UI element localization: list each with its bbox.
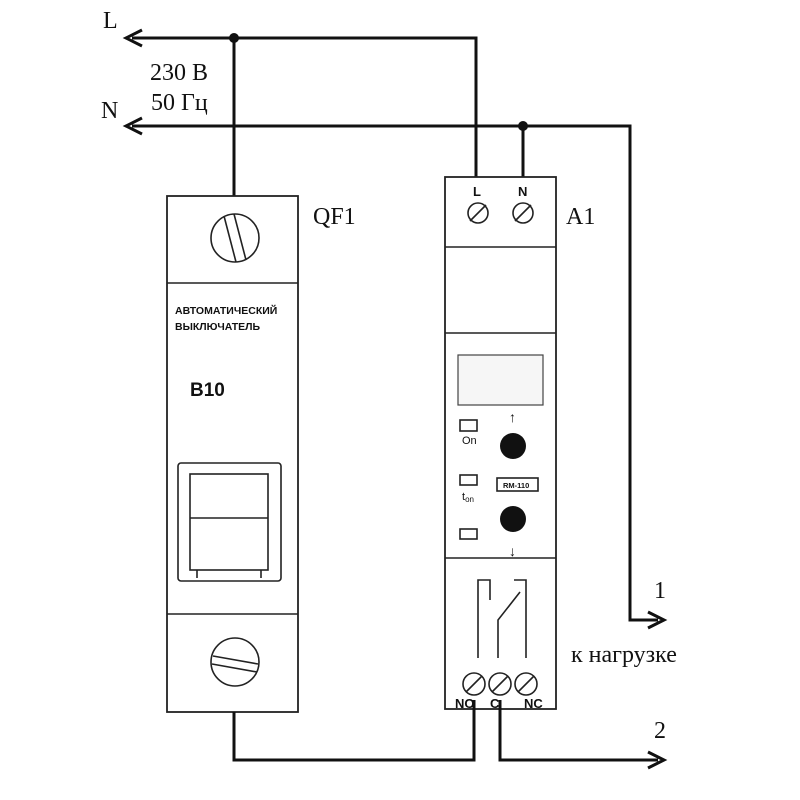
- line-label: L: [103, 8, 118, 34]
- terminal-nc-screw-icon: [514, 672, 538, 696]
- breaker-caption-line1: АВТОМАТИЧЕСКИЙ: [175, 304, 277, 317]
- on-label: On: [462, 435, 477, 447]
- line-arrow: [122, 28, 143, 48]
- up-button[interactable]: [500, 433, 526, 459]
- circuit-breaker: [166, 195, 299, 713]
- output-wires: [232, 700, 668, 770]
- common-to-load-wire: [498, 700, 658, 762]
- terminal-c-screw-icon: [488, 672, 512, 696]
- down-button[interactable]: [500, 506, 526, 532]
- relay-state-indicator: [459, 528, 478, 540]
- ton-label: ton: [462, 491, 474, 504]
- relay-terminal-l-label: L: [473, 184, 481, 199]
- on-indicator: [459, 419, 478, 432]
- relay-contact-symbol-icon: [477, 579, 527, 658]
- load-arrow-1: [647, 610, 668, 630]
- terminal-no-label: NO: [455, 696, 475, 711]
- neutral-junction: [518, 121, 528, 131]
- voltage-label: 230 В: [150, 60, 208, 86]
- breaker-bottom-screw-icon: [210, 637, 260, 687]
- relay-designation: A1: [566, 204, 595, 230]
- line-wire: [132, 36, 478, 182]
- terminal-nc-label: NC: [524, 696, 543, 711]
- relay-display: [457, 354, 544, 406]
- load-arrow-2: [647, 750, 668, 770]
- neutral-label: N: [101, 98, 118, 124]
- breaker-caption-line2: ВЫКЛЮЧАТЕЛЬ: [175, 321, 261, 333]
- arrow-down-icon: ↓: [509, 543, 516, 559]
- terminal-n-screw-icon: [512, 202, 534, 224]
- model-label: RM-110: [503, 481, 529, 490]
- neutral-wire: [132, 124, 658, 622]
- ton-indicator: [459, 474, 478, 486]
- neutral-arrow: [122, 116, 143, 136]
- terminal-l-screw-icon: [467, 202, 489, 224]
- ton-label-main: t: [462, 491, 465, 503]
- line-junction: [229, 33, 239, 43]
- output-2-label: 2: [654, 718, 666, 744]
- terminal-c-label: C: [490, 696, 500, 711]
- breaker-to-no-wire: [232, 700, 476, 762]
- breaker-rating: B10: [190, 380, 225, 401]
- arrow-up-icon: ↑: [509, 409, 516, 425]
- relay-terminal-n-label: N: [518, 184, 527, 199]
- load-caption: к нагрузке: [571, 642, 677, 668]
- ton-label-sub: on: [465, 495, 474, 504]
- breaker-body: [166, 195, 299, 713]
- output-1-label: 1: [654, 578, 666, 604]
- breaker-top-screw-icon: [210, 213, 260, 263]
- model-badge: [496, 477, 539, 492]
- frequency-label: 50 Гц: [151, 90, 208, 116]
- terminal-no-screw-icon: [462, 672, 486, 696]
- breaker-toggle-lever[interactable]: [177, 462, 282, 582]
- breaker-designation: QF1: [313, 204, 356, 230]
- supply-wires: [122, 28, 668, 630]
- relay-module: ↑ ↓: [444, 176, 557, 710]
